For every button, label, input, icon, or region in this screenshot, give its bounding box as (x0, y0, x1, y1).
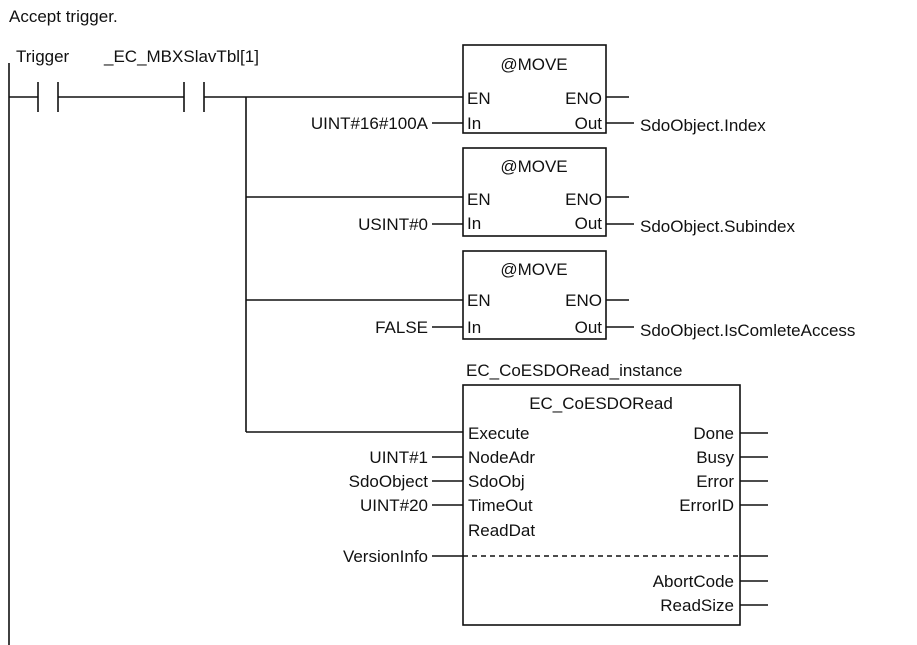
instance-name: EC_CoESDORead_instance (466, 361, 682, 380)
pin-sdoobj: SdoObj (468, 472, 525, 491)
pin-busy: Busy (696, 448, 734, 467)
pin-in: In (467, 214, 481, 233)
contact-mbx-slave-table-label: _EC_MBXSlavTbl[1] (103, 47, 259, 66)
pin-en: EN (467, 291, 491, 310)
pin-readsize: ReadSize (660, 596, 734, 615)
pin-error: Error (696, 472, 734, 491)
pin-in: In (467, 318, 481, 337)
pin-timeout: TimeOut (468, 496, 533, 515)
move-output-variable: SdoObject.IsComleteAccess (640, 321, 855, 340)
pin-nodeadr: NodeAdr (468, 448, 535, 467)
pin-in: In (467, 114, 481, 133)
coe-sdo-read-block[interactable]: EC_CoESDORead_instance EC_CoESDORead Exe… (343, 361, 768, 626)
function-block-title: EC_CoESDORead (529, 394, 673, 413)
pin-eno: ENO (565, 291, 602, 310)
pin-eno: ENO (565, 190, 602, 209)
pin-en: EN (467, 89, 491, 108)
move-output-variable: SdoObject.Index (640, 116, 766, 135)
pin-out: Out (575, 318, 603, 337)
move-output-variable: SdoObject.Subindex (640, 217, 795, 236)
rung-comment: Accept trigger. (9, 7, 118, 26)
pin-abortcode: AbortCode (653, 572, 734, 591)
move-block-complete-access[interactable]: @MOVE EN ENO In Out FALSE SdoObject.IsCo… (375, 250, 855, 340)
pin-out: Out (575, 214, 603, 233)
move-block-subindex[interactable]: @MOVE EN ENO In Out USINT#0 SdoObject.Su… (358, 147, 795, 237)
move-block-title: @MOVE (500, 55, 567, 74)
move-input-value: USINT#0 (358, 215, 428, 234)
move-input-value: UINT#16#100A (311, 114, 429, 133)
move-block-index[interactable]: @MOVE EN ENO In Out UINT#16#100A SdoObje… (311, 44, 766, 135)
pin-out: Out (575, 114, 603, 133)
move-block-title: @MOVE (500, 157, 567, 176)
contact-trigger-label: Trigger (16, 47, 70, 66)
pin-execute: Execute (468, 424, 529, 443)
sdoobj-value: SdoObject (349, 472, 429, 491)
readdat-value: VersionInfo (343, 547, 428, 566)
move-input-value: FALSE (375, 318, 428, 337)
contact-trigger[interactable]: Trigger (16, 47, 70, 112)
pin-readdat: ReadDat (468, 521, 535, 540)
timeout-value: UINT#20 (360, 496, 428, 515)
pin-errorid: ErrorID (679, 496, 734, 515)
move-block-title: @MOVE (500, 260, 567, 279)
nodeadr-value: UINT#1 (369, 448, 428, 467)
rung-wiring (9, 96, 463, 433)
contact-mbx-slave-table[interactable]: _EC_MBXSlavTbl[1] (103, 47, 259, 112)
pin-done: Done (693, 424, 734, 443)
pin-eno: ENO (565, 89, 602, 108)
pin-en: EN (467, 190, 491, 209)
